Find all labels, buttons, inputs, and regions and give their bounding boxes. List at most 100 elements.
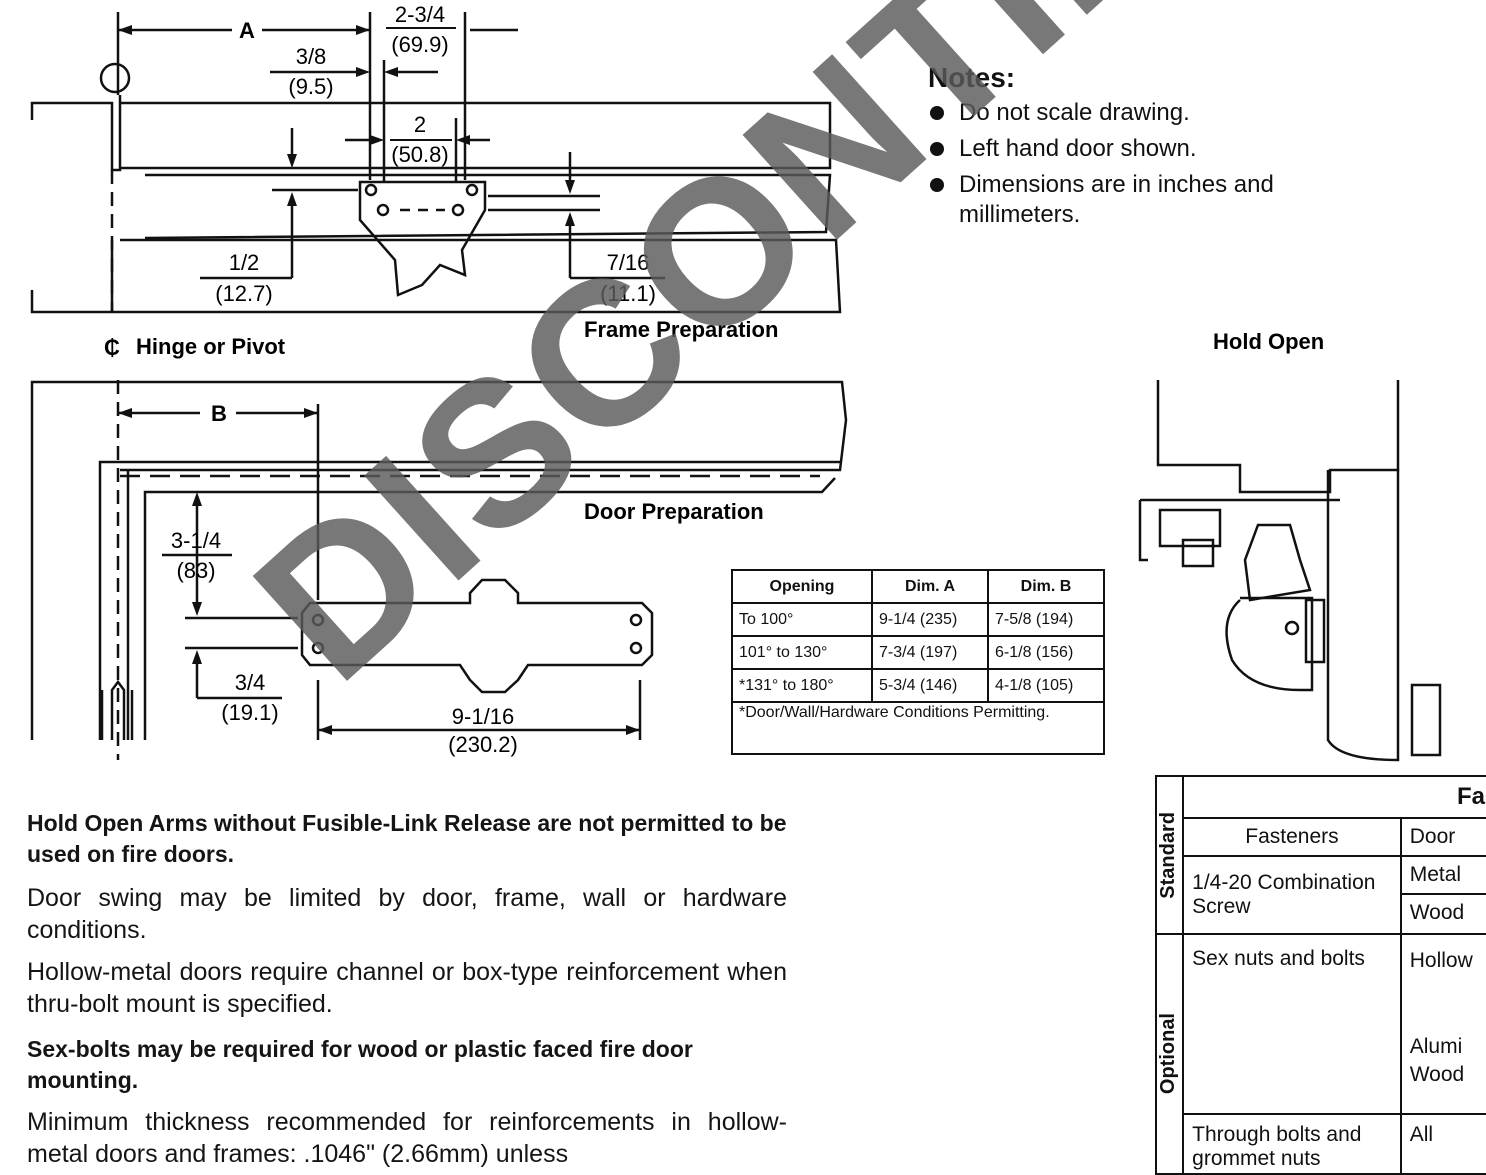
arrowhead <box>456 135 470 145</box>
table-header: Opening <box>731 569 873 604</box>
note-item: Left hand door shown. <box>928 134 1348 164</box>
hold-open-adjust-screw <box>1284 620 1300 636</box>
hinge-circle <box>99 62 131 94</box>
fasteners-table-title: Fa <box>1182 775 1486 819</box>
hinge-detail <box>110 679 126 740</box>
arrowhead <box>384 67 398 77</box>
hold-open-frame-outline <box>1156 380 1400 494</box>
arrowhead <box>626 725 640 735</box>
door-inner-profile <box>143 477 836 740</box>
table-cell: *131° to 180° <box>731 668 873 703</box>
notes-title: Notes: <box>928 62 1016 93</box>
hinge-detail <box>100 690 134 740</box>
hollow-cell: Hollow <box>1409 949 1473 972</box>
arrowhead <box>287 154 297 168</box>
dim-230-2-label: (230.2) <box>448 732 518 757</box>
screw-hole <box>376 203 390 217</box>
combination-screw-cell: 1/4-20 Combination Screw <box>1182 855 1402 935</box>
screw-hole <box>451 203 465 217</box>
table-cell: 5-3/4 (146) <box>871 668 989 703</box>
arrowhead <box>118 25 132 35</box>
dim-a-label: A <box>239 18 255 43</box>
arrowhead <box>356 67 370 77</box>
screw-hole <box>364 183 378 197</box>
arrowhead <box>318 725 332 735</box>
hold-open-door-edge <box>1326 470 1400 762</box>
aluminum-cell: Alumi <box>1409 1035 1463 1058</box>
opening-dimension-table: Opening Dim. A Dim. B To 100° 9-1/4 (235… <box>731 569 1105 755</box>
dim-b-label: B <box>211 401 227 426</box>
table-row: To 100° 9-1/4 (235) 7-5/8 (194) <box>731 602 1105 637</box>
arrowhead <box>287 192 297 206</box>
hold-open-mount-plate <box>1304 598 1326 664</box>
wood-cell: Wood <box>1399 893 1486 935</box>
hold-open-stop <box>1410 683 1442 757</box>
note-item: Dimensions are in inches and millimeters… <box>928 170 1348 230</box>
screw-hole <box>465 183 479 197</box>
all-cell: All <box>1399 1113 1486 1175</box>
dim-83-label: (83) <box>176 558 215 583</box>
hold-open-closer-body <box>1225 596 1314 692</box>
dim-12-7-label: (12.7) <box>215 281 272 306</box>
door-swing-note: Door swing may be limited by door, frame… <box>27 884 787 944</box>
arrowhead <box>192 492 202 506</box>
mount-hole <box>629 613 643 627</box>
notes-section: Notes: Do not scale drawing. Left hand d… <box>928 62 1348 236</box>
table-row: 101° to 130° 7-3/4 (197) 6-1/8 (156) <box>731 635 1105 670</box>
table-cell: 7-3/4 (197) <box>871 635 989 670</box>
wood-cell-2: Wood <box>1409 1063 1465 1086</box>
arrowhead <box>118 408 132 418</box>
standard-label: Standard <box>1157 811 1179 899</box>
dim-1-2-label: 1/2 <box>229 250 260 275</box>
dim-69-9-label: (69.9) <box>391 32 448 57</box>
arrowhead <box>565 212 575 226</box>
dim-7-16-label: 7/16 <box>607 250 650 275</box>
table-header: Dim. B <box>987 569 1105 604</box>
hold-open-title: Hold Open <box>1213 329 1324 354</box>
optional-label: Optional <box>1157 1013 1179 1095</box>
mount-hole <box>629 641 643 655</box>
reinforcement-note: Hollow-metal doors require channel or bo… <box>27 958 787 1018</box>
dim-9-1-16-label: 9-1/16 <box>452 704 514 729</box>
table-footnote: *Door/Wall/Hardware Conditions Permittin… <box>731 701 1105 755</box>
sex-nuts-cell: Sex nuts and bolts <box>1182 933 1402 1115</box>
table-header-row: Opening Dim. A Dim. B <box>731 569 1105 604</box>
hold-open-nut <box>1181 538 1215 568</box>
dim-3-4-label: 3/4 <box>235 670 266 695</box>
arrowhead <box>565 180 575 194</box>
arrowhead <box>304 408 318 418</box>
sex-bolts-note: Sex-bolts may be required for wood or pl… <box>27 1036 693 1093</box>
fasteners-column-header: Fasteners <box>1182 817 1402 857</box>
dim-50-8-label: (50.8) <box>391 142 448 167</box>
dim-2-label: 2 <box>414 112 426 137</box>
dim-3-8-label: 3/8 <box>296 44 327 69</box>
centerline-symbol: ₵ <box>104 335 120 360</box>
arrowhead <box>370 135 384 145</box>
dim-3-1-4-label: 3-1/4 <box>171 528 221 553</box>
mount-hole <box>311 613 325 627</box>
mount-hole <box>311 641 325 655</box>
minimum-thickness-note: Minimum thickness recommended for reinfo… <box>27 1108 787 1168</box>
frame-preparation-title: Frame Preparation <box>584 317 778 342</box>
table-cell: 7-5/8 (194) <box>987 602 1105 637</box>
table-cell: 6-1/8 (156) <box>987 635 1105 670</box>
through-bolts-cell: Through bolts and grommet nuts <box>1182 1113 1402 1175</box>
door-column-header: Door <box>1399 817 1486 857</box>
arrowhead <box>192 650 202 664</box>
hold-open-arm-block <box>1158 508 1222 548</box>
note-item: Do not scale drawing. <box>928 98 1348 128</box>
table-cell: 4-1/8 (105) <box>987 668 1105 703</box>
door-type-cell: Hollow Alumi Wood <box>1399 933 1486 1115</box>
table-footnote-row: *Door/Wall/Hardware Conditions Permittin… <box>731 701 1105 755</box>
frame-middle-profile <box>144 173 832 240</box>
fire-door-warning: Hold Open Arms without Fusible-Link Rele… <box>27 810 787 867</box>
table-cell: To 100° <box>731 602 873 637</box>
metal-cell: Metal <box>1399 855 1486 895</box>
dim-11-1-label: (11.1) <box>600 281 656 306</box>
hinge-or-pivot-label: Hinge or Pivot <box>136 334 286 359</box>
dim-2-3-4-label: 2-3/4 <box>395 2 445 27</box>
door-preparation-title: Door Preparation <box>584 499 764 524</box>
arrowhead <box>192 602 202 616</box>
frame-bottom-profile <box>30 238 842 314</box>
